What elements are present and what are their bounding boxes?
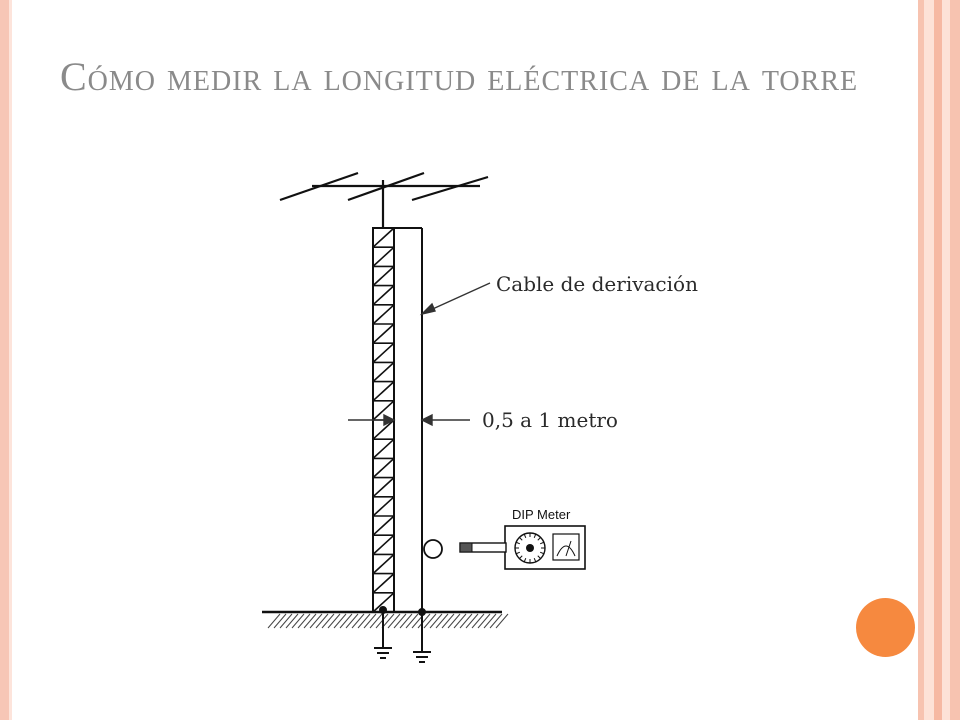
ground-hatch xyxy=(423,613,437,629)
lattice-diagonal xyxy=(372,342,395,363)
coupling-coil-icon xyxy=(423,539,443,559)
lattice-diagonal xyxy=(372,496,395,517)
lattice-diagonal xyxy=(372,457,395,479)
lattice-diagonal xyxy=(372,477,395,498)
lattice-diagonal xyxy=(372,304,395,325)
ground-hatch xyxy=(339,613,353,629)
ground-hatch xyxy=(327,613,341,629)
left-border-inner xyxy=(9,0,12,720)
dial-tick xyxy=(519,537,523,541)
dial-tick xyxy=(515,551,521,555)
dial-tick xyxy=(539,551,545,555)
ground-hatch xyxy=(387,613,401,629)
dial-tick xyxy=(523,533,527,539)
accent-dot xyxy=(856,598,915,657)
dial-tick xyxy=(539,541,545,545)
ground-hatch xyxy=(369,613,383,629)
ground-hatch xyxy=(303,613,317,629)
ground-hatch xyxy=(297,613,311,629)
ground-hatch xyxy=(333,613,347,629)
lattice-diagonal xyxy=(372,573,395,594)
ground-hatch xyxy=(273,613,287,629)
ground-hatch xyxy=(291,613,305,629)
ground-hatch xyxy=(471,613,485,629)
dial-tick xyxy=(519,555,523,559)
dip-meter-icon: DIP Meter xyxy=(459,507,586,570)
ground-hatch xyxy=(345,613,359,629)
ground-hatch xyxy=(357,613,371,629)
lattice-diagonal xyxy=(372,227,395,248)
ground-hatch xyxy=(321,613,335,629)
distance-label: 0,5 a 1 metro xyxy=(482,408,618,432)
dial-tick xyxy=(533,533,537,539)
cable-label: Cable de derivación xyxy=(496,272,698,296)
ground-hatch xyxy=(351,613,365,629)
right-decor-stripes xyxy=(918,0,960,720)
ground-hatch xyxy=(285,613,299,629)
lattice-diagonal xyxy=(372,419,395,440)
dial-tick xyxy=(515,541,521,545)
lattice-diagonal xyxy=(372,323,395,344)
ground-hatch xyxy=(363,613,377,629)
lattice-diagonal xyxy=(372,592,395,613)
lattice-diagonal xyxy=(372,246,395,267)
dip-meter-label: DIP Meter xyxy=(512,507,571,522)
left-border-bar xyxy=(0,0,9,720)
ground-hatch xyxy=(429,613,443,629)
ground-symbol xyxy=(374,606,431,663)
ground-hatch xyxy=(279,613,293,629)
ground-hatch xyxy=(393,613,407,629)
ground-hatch xyxy=(495,613,509,629)
ground-hatch xyxy=(453,613,467,629)
lattice-diagonal xyxy=(372,553,395,575)
lattice-diagonal xyxy=(372,381,395,402)
lattice-diagonal xyxy=(372,515,395,536)
ground-hatch xyxy=(459,613,473,629)
dial-tick xyxy=(537,555,541,559)
lattice-diagonal xyxy=(372,400,395,421)
antenna-icon xyxy=(279,171,489,228)
lattice-diagonal xyxy=(372,265,395,287)
lattice-diagonal xyxy=(372,534,395,555)
lattice-diagonal xyxy=(372,361,395,383)
dial-tick xyxy=(533,557,537,563)
cable-arrow xyxy=(419,282,491,316)
lattice-diagonal xyxy=(372,285,395,306)
ground-hatch xyxy=(465,613,479,629)
ground-hatch xyxy=(309,613,323,629)
ground-hatch xyxy=(435,613,449,629)
ground-hatch xyxy=(489,613,503,629)
dial-tick xyxy=(523,557,527,563)
distance-arrows xyxy=(348,413,470,427)
ground-hatch xyxy=(399,613,413,629)
ground-hatch xyxy=(441,613,455,629)
ground-hatch xyxy=(405,613,419,629)
ground-hatch xyxy=(417,613,431,629)
ground-hatch xyxy=(477,613,491,629)
slide-title: Cómo medir la longitud eléctrica de la t… xyxy=(60,54,859,99)
dial-tick xyxy=(537,537,541,541)
ground-hatch xyxy=(267,613,281,629)
lattice-diagonal xyxy=(372,438,395,459)
ground-hatch xyxy=(483,613,497,629)
ground-hatch xyxy=(447,613,461,629)
ground-hatch xyxy=(315,613,329,629)
